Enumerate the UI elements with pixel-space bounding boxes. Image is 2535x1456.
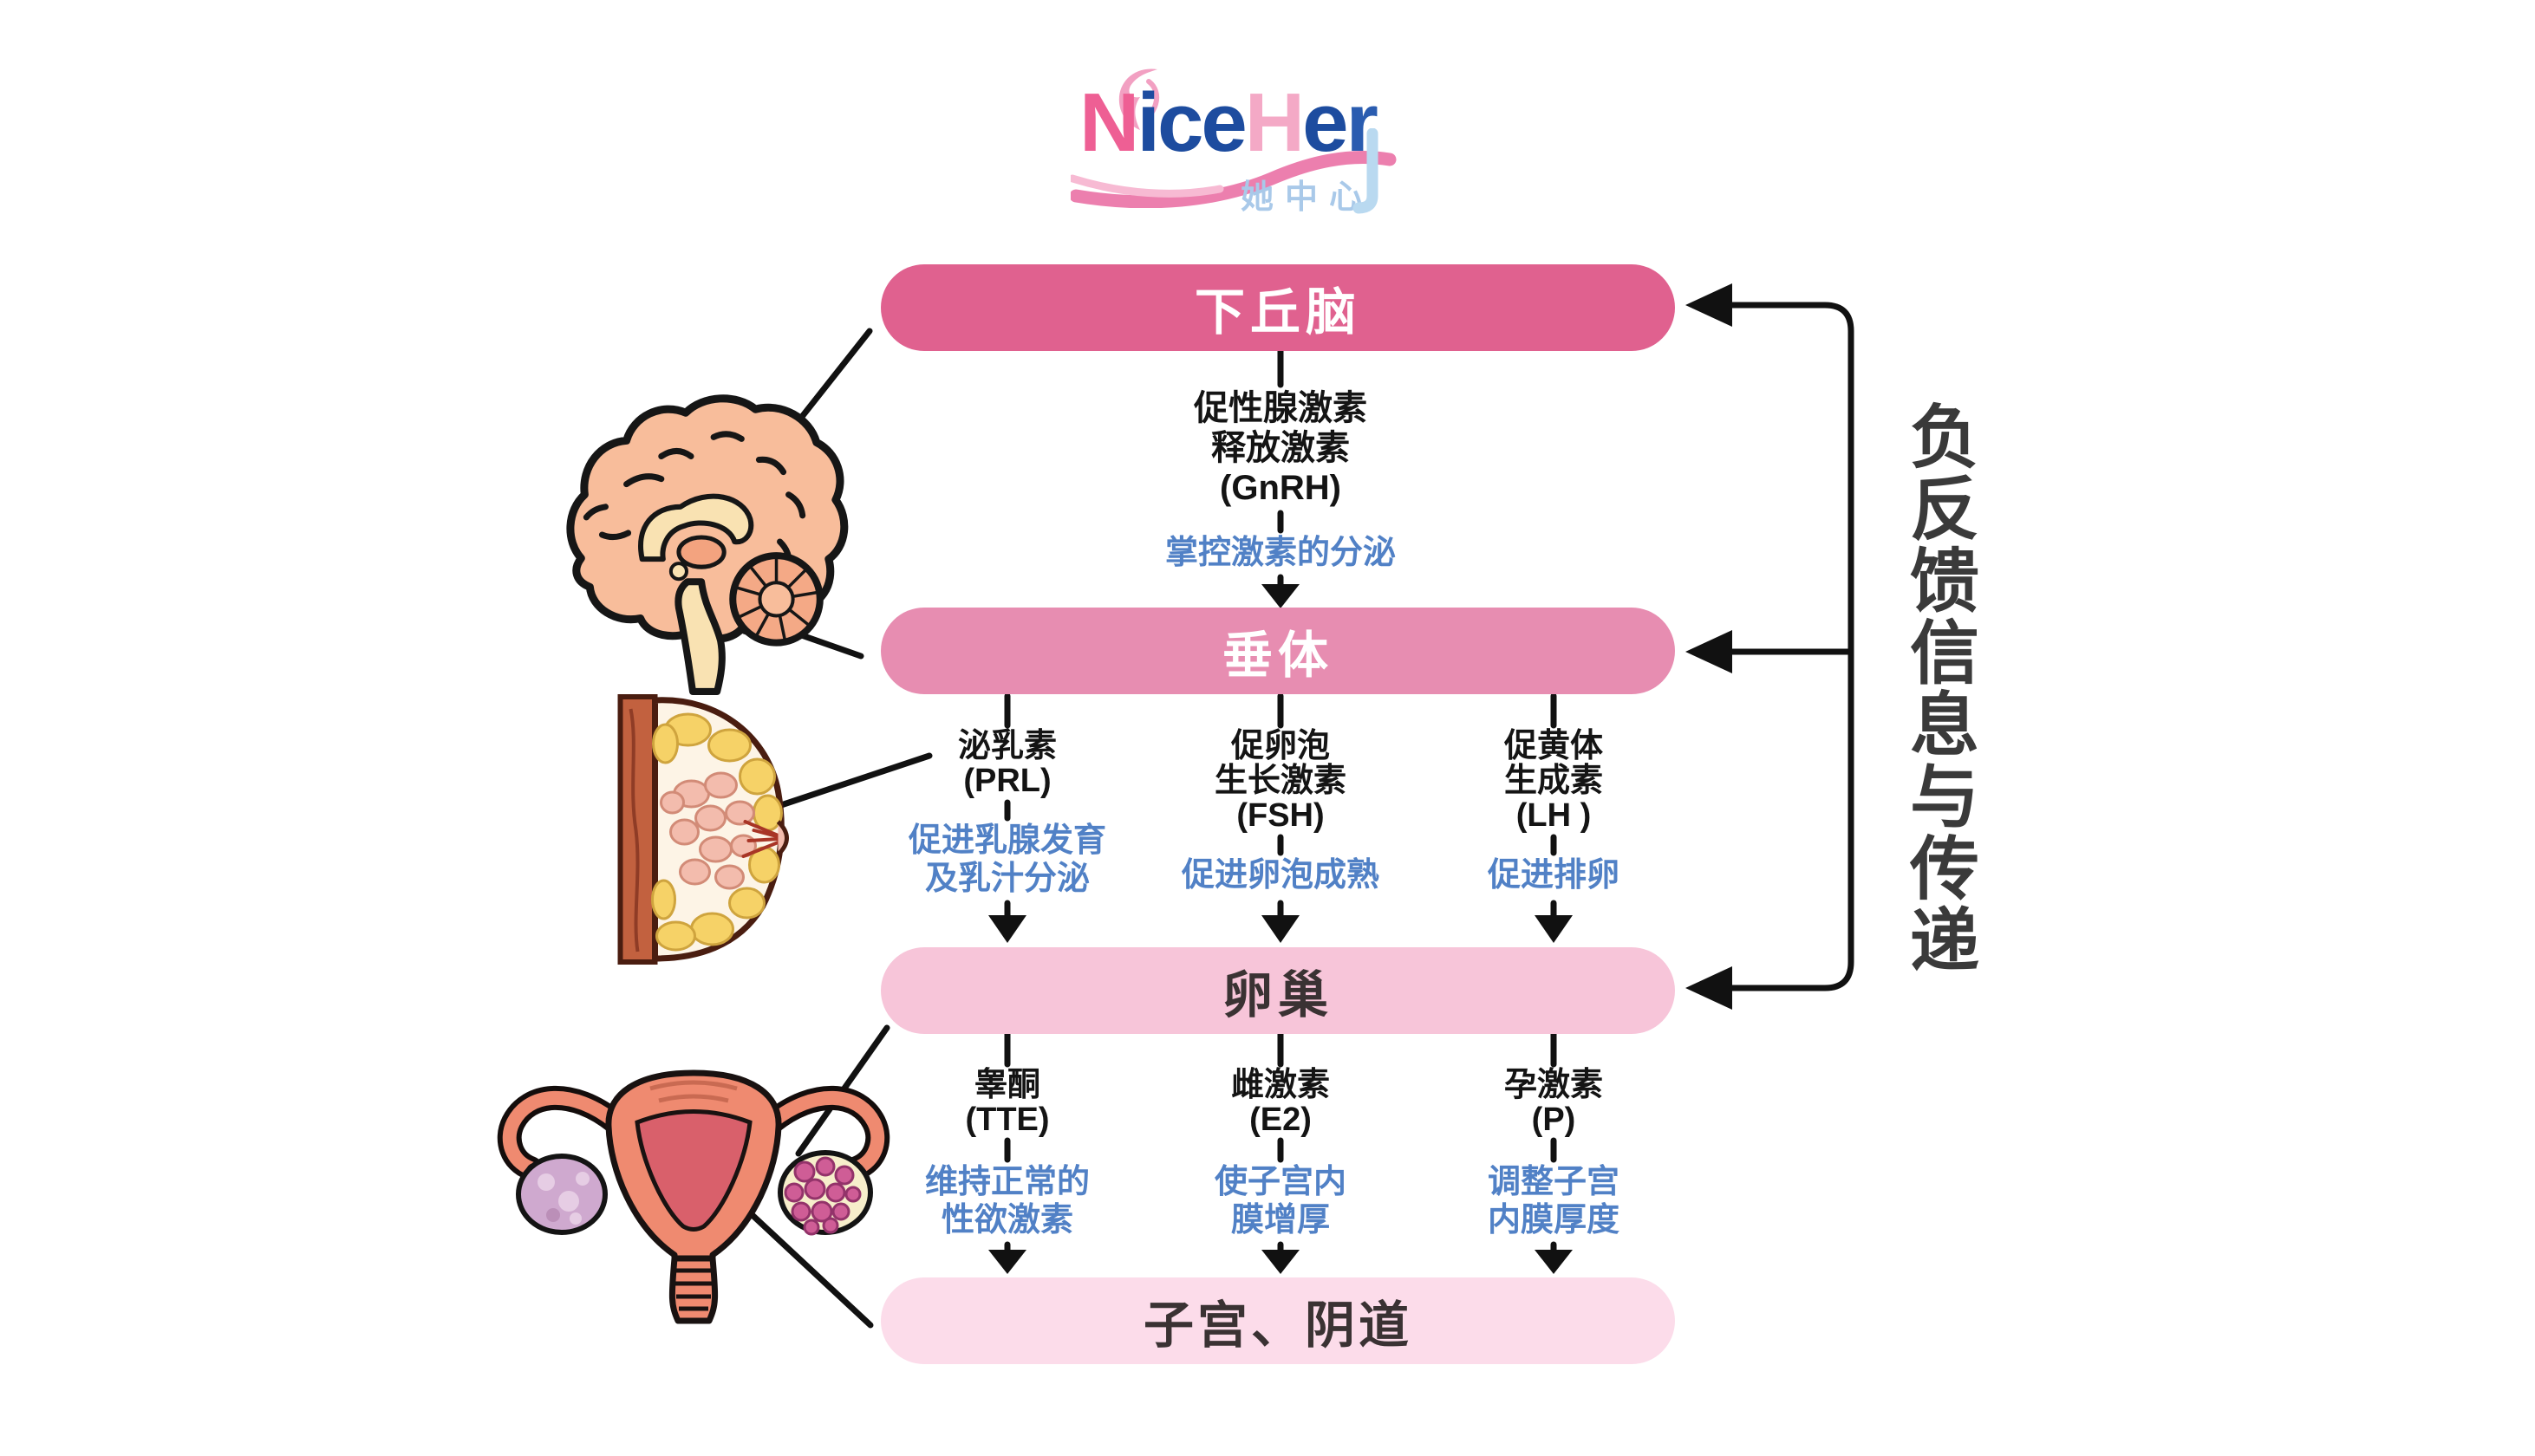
arrowhead-left bbox=[1685, 630, 1732, 673]
lh-effect-label: 促进排卵 bbox=[1487, 857, 1620, 894]
breast-illustration bbox=[617, 694, 789, 965]
node-label: 卵巢 bbox=[1222, 967, 1333, 1024]
p-effect-label: 调整子宫 内膜厚度 bbox=[1487, 1164, 1620, 1238]
lh-label: 促黄体 生成素 (LH ) bbox=[1503, 728, 1604, 834]
uterus-illustration bbox=[497, 1069, 890, 1324]
arrowhead-down bbox=[988, 915, 1026, 943]
prl-effect-label: 促进乳腺发育 及乳汁分泌 bbox=[908, 822, 1107, 897]
niceher-logo: NiceHer 她中心 bbox=[1071, 66, 1487, 216]
logo-wave-icon bbox=[1071, 151, 1397, 208]
arrowhead-left bbox=[1685, 283, 1732, 327]
e2-label: 雌激素 (E2) bbox=[1230, 1067, 1331, 1138]
feedback-label: 负反馈信息与传递 bbox=[1900, 400, 1978, 976]
logo-wordmark: NiceHer bbox=[1079, 81, 1378, 165]
fsh-label: 促卵泡 生长激素 (FSH) bbox=[1214, 728, 1347, 834]
tte-effect-label: 维持正常的 性欲激素 bbox=[924, 1164, 1091, 1238]
arrowhead-left bbox=[1685, 966, 1732, 1010]
logo-letter: H bbox=[1244, 76, 1305, 169]
fsh-effect-label: 促进卵泡成熟 bbox=[1181, 857, 1380, 894]
node-ovary: 卵巢 bbox=[881, 947, 1675, 1034]
logo-bar-icon bbox=[1352, 128, 1378, 214]
brain-illustration bbox=[566, 394, 849, 695]
node-hypothalamus: 下丘脑 bbox=[881, 264, 1675, 351]
tte-label: 睾酮 (TTE) bbox=[965, 1067, 1050, 1138]
node-uterus-vagina: 子宫、阴道 bbox=[881, 1277, 1675, 1364]
feedback-bracket-line bbox=[1727, 302, 1854, 991]
logo-letter: N bbox=[1079, 76, 1139, 169]
node-label: 子宫、阴道 bbox=[1143, 1297, 1412, 1354]
logo-subtitle: 她中心 bbox=[1241, 179, 1374, 216]
arrowhead-down bbox=[1535, 1250, 1573, 1274]
arrowhead-down bbox=[1261, 915, 1300, 943]
arrowhead-down bbox=[1261, 1250, 1300, 1274]
arrowhead-down bbox=[1535, 915, 1573, 943]
node-label: 垂体 bbox=[1222, 627, 1333, 684]
gnrh-label: 促性腺激素 释放激素 (GnRH) bbox=[1194, 389, 1367, 507]
logo-letter: e bbox=[1302, 76, 1348, 169]
logo-woman-icon bbox=[1118, 68, 1160, 130]
p-label: 孕激素 (P) bbox=[1503, 1067, 1604, 1138]
gnrh-effect-label: 掌控激素的分泌 bbox=[1164, 535, 1397, 571]
node-label: 下丘脑 bbox=[1194, 284, 1361, 341]
prl-label: 泌乳素 (PRL) bbox=[957, 728, 1058, 799]
arrowhead-down bbox=[988, 1250, 1026, 1274]
logo-letter: ice bbox=[1137, 76, 1247, 169]
e2-effect-label: 使子宫内 膜增厚 bbox=[1214, 1164, 1347, 1238]
arrowhead-down bbox=[1261, 584, 1300, 608]
node-pituitary: 垂体 bbox=[881, 608, 1675, 694]
